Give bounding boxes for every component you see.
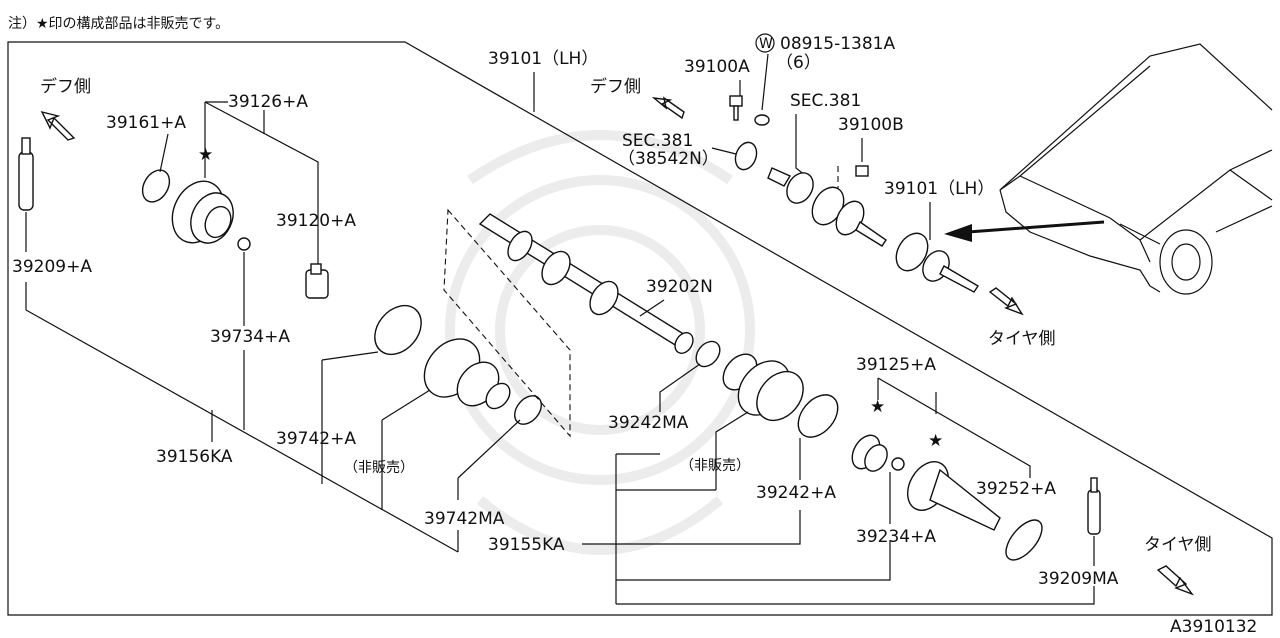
part-39125A-inner-shape (851, 434, 888, 472)
not-sold-left: （非販売） (344, 460, 414, 476)
star-39126A: ★ (198, 145, 213, 165)
label-08915-qty: （6） (776, 53, 821, 73)
not-sold-right: （非販売） (680, 458, 750, 474)
part-boot-left-shape (423, 338, 511, 410)
part-39202N-shaft-shape (478, 213, 694, 354)
label-39209MA: 39209MA (1038, 569, 1119, 589)
label-39209A: 39209+A (12, 257, 92, 277)
figure-id: A3910132 (1170, 617, 1257, 637)
label-39126A: 39126+A (228, 92, 308, 112)
header-note: 注）★印の構成部品は非販売です。 (8, 16, 229, 32)
watermark (445, 130, 755, 555)
arrow-diff-left-icon (40, 110, 76, 141)
label-39161A: 39161+A (106, 113, 186, 133)
svg-text:W: W (759, 36, 773, 52)
label-sec381-b-ref: （38542N） (618, 149, 719, 169)
part-38542N-seal-shape (734, 141, 758, 171)
arrow-tire-right-icon (988, 287, 1024, 316)
vehicle-outline (999, 43, 1273, 295)
label-39242MA: 39242MA (608, 413, 689, 433)
label-39101LH-top: 39101（LH） (488, 49, 598, 69)
label-39155KA: 39155KA (488, 535, 565, 555)
tire-side-label-bottom: タイヤ側 (1144, 535, 1212, 555)
label-39101LH-right: 39101（LH） (884, 179, 994, 199)
label-39234A: 39234+A (856, 527, 936, 547)
diff-side-label-mid: デフ側 (590, 76, 641, 97)
part-39100A-bolt-shape (729, 95, 770, 126)
label-39202N: 39202N (646, 277, 713, 297)
tire-side-label-right: タイヤ側 (988, 329, 1056, 349)
star-39125A-a: ★ (870, 397, 885, 417)
label-39120A: 39120+A (276, 211, 356, 231)
label-39734A: 39734+A (210, 327, 290, 347)
part-39100B-nut-shape (855, 165, 869, 177)
part-boot-right-shape (722, 353, 804, 422)
part-39252A-seal-shape (1005, 519, 1043, 561)
label-sec381-b: SEC.381 (622, 131, 693, 151)
arrow-tire-bottom-icon (1156, 565, 1194, 596)
install-location-arrow-icon (944, 220, 1105, 242)
part-39742MA-band-shape (514, 395, 542, 425)
diff-side-label-left: デフ側 (40, 76, 91, 97)
part-39734A-ring-shape (237, 237, 251, 251)
part-39742A-band-shape (374, 304, 422, 356)
washer-w-icon: W (755, 33, 775, 53)
label-39242A: 39242+A (756, 483, 836, 503)
label-39252A: 39252+A (976, 479, 1056, 499)
part-39209A-shape (18, 137, 34, 211)
label-39100A: 39100A (684, 57, 750, 77)
label-08915: 08915-1381A (780, 34, 895, 54)
part-39126A-housing-shape (171, 180, 234, 244)
part-39209MA-shape (1087, 477, 1101, 535)
part-39242A-band-shape (797, 394, 839, 438)
label-39742MA: 39742MA (424, 509, 505, 529)
part-39161A-shape (141, 169, 171, 203)
label-39100B: 39100B (838, 115, 904, 135)
part-39120A-shape (305, 263, 329, 299)
label-sec381-a: SEC.381 (790, 91, 861, 111)
part-39101LH-installed-shape (767, 167, 979, 293)
arrow-diff-mid-icon (651, 96, 685, 120)
label-39742A: 39742+A (276, 429, 356, 449)
part-39125A-outer-joint-shape (907, 461, 1001, 531)
frame-outline (7, 41, 1273, 616)
star-39125A-b: ★ (928, 431, 943, 451)
label-39156KA: 39156KA (156, 447, 233, 467)
label-39125A: 39125+A (856, 355, 936, 375)
part-39234A-ring-shape (891, 457, 905, 471)
